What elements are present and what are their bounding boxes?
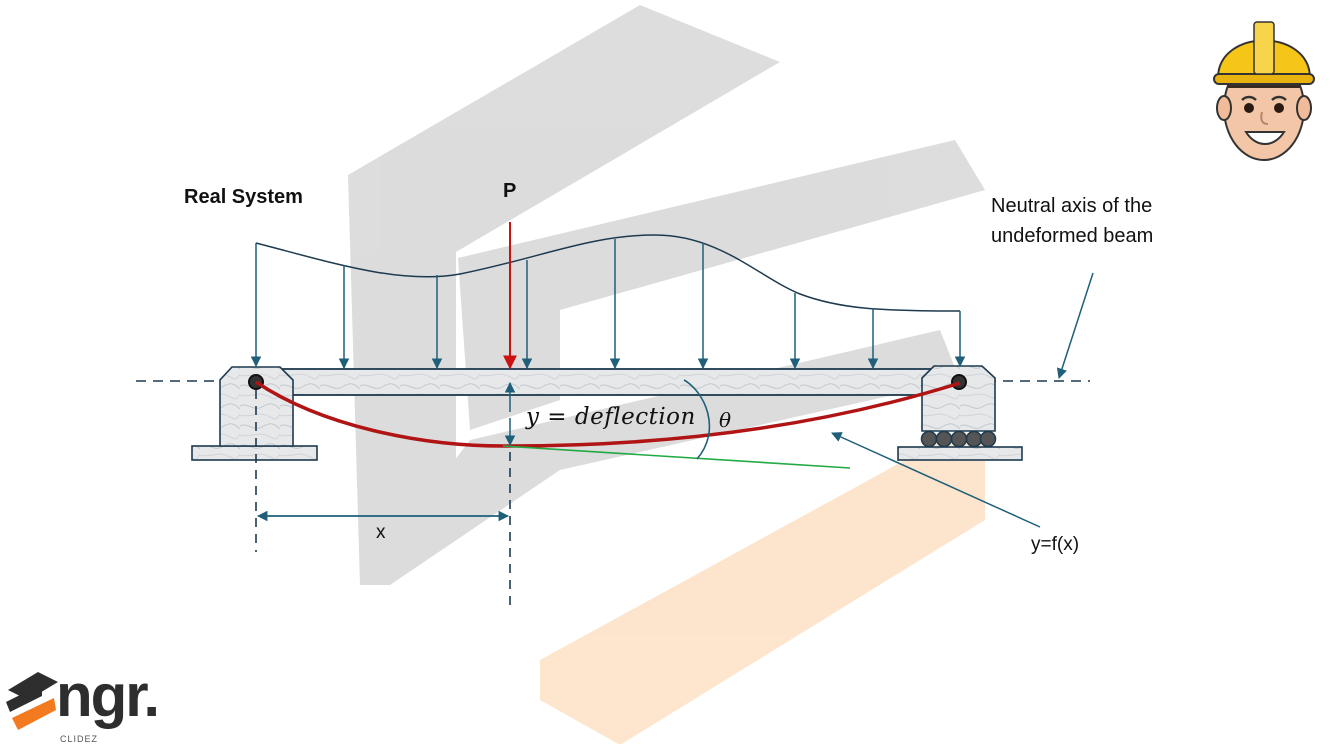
curve-leader [831,432,1041,528]
roller-support-right [897,365,1023,461]
slope-angle-label: θ [719,408,732,432]
diagram-title: Real System [184,186,303,208]
neutral-axis-label-line1: Neutral axis of the [991,195,1153,217]
engr-logo: ngr. CLIDEZ [4,664,174,744]
logo-subtext: CLIDEZ [60,734,99,744]
beam [261,368,937,396]
engineer-avatar-icon [1213,21,1315,161]
point-load-label: P [503,180,517,202]
curve-equation-label: y=f(x) [1031,534,1080,555]
neutral-axis-leader [1056,272,1094,379]
deflection-label: y = deflection [526,404,696,430]
engr-logo-icon [6,672,58,730]
logo-text: ngr. [56,662,160,729]
distributed-load-arrows [250,239,966,370]
tangent-line [502,445,851,469]
position-label: x [376,522,386,543]
deflected-shape-curve [255,380,961,448]
neutral-axis-label-line2: undeformed beam [991,225,1154,247]
slope-angle-arc [683,379,711,460]
distributed-load-curve [255,234,961,312]
